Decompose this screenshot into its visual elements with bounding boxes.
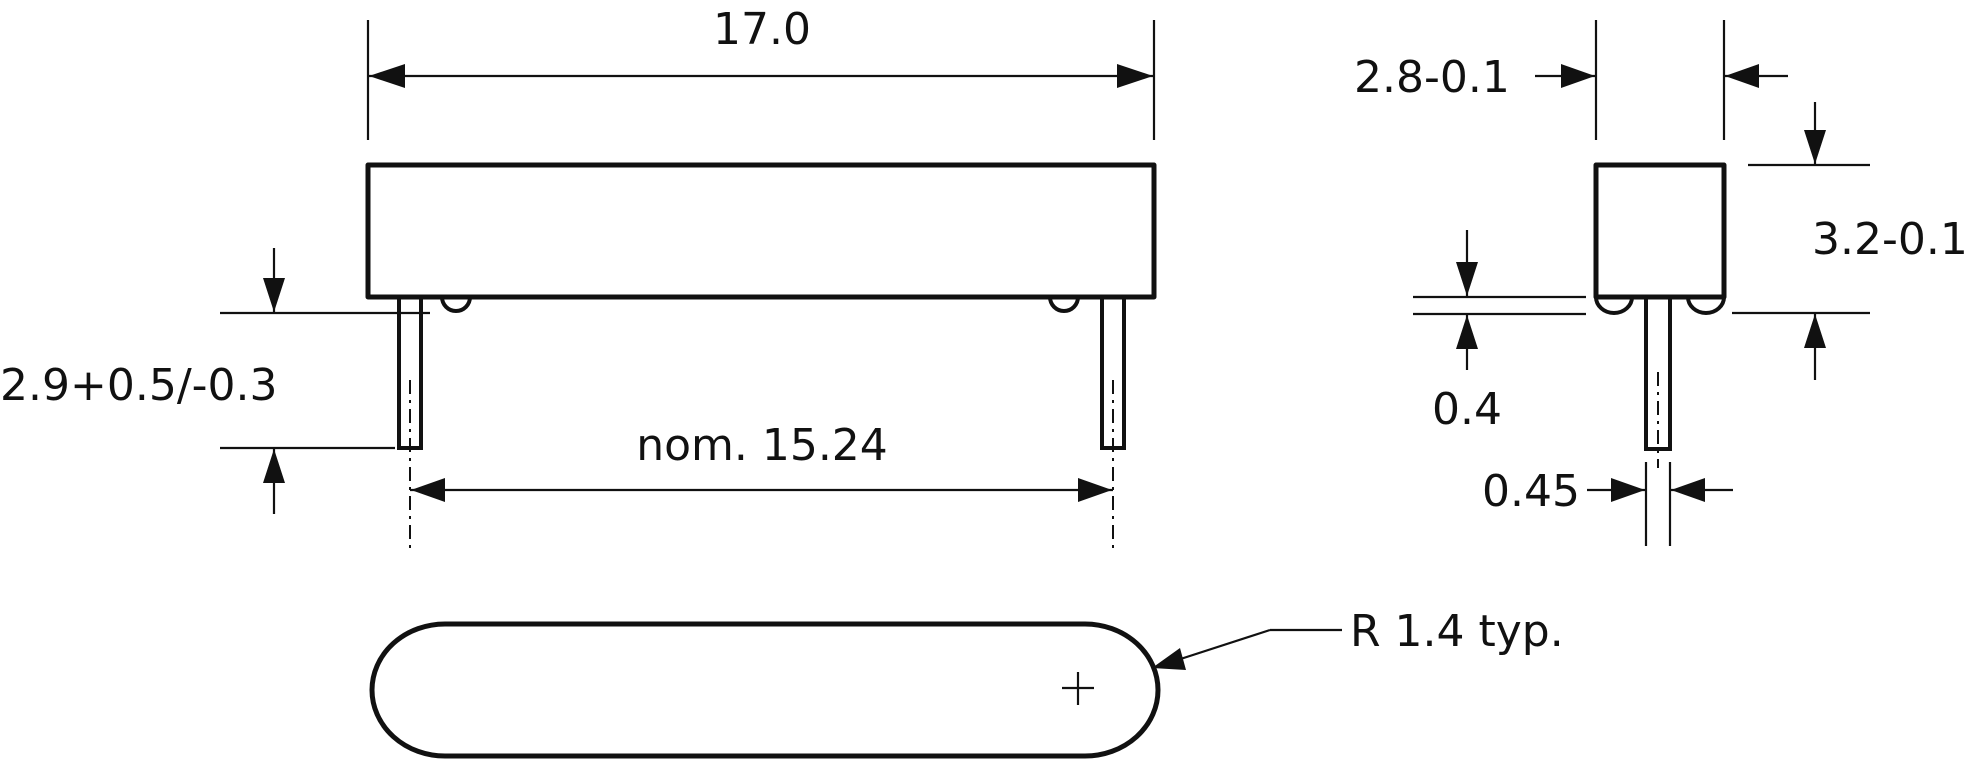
dim-label-lead-length: 2.9+0.5/-0.3 <box>0 360 278 411</box>
dim-label-length: 17.0 <box>713 4 811 55</box>
arrow-icon <box>1804 130 1826 164</box>
dim-label-radius: R 1.4 typ. <box>1350 606 1564 657</box>
arrow-icon <box>1456 315 1478 349</box>
arrow-icon <box>1152 648 1186 670</box>
arrow-icon <box>1078 478 1112 502</box>
top-body-outline <box>369 621 1161 759</box>
arrow-icon <box>1117 64 1153 88</box>
end-view: 2.8-0.1 3.2-0.1 0.4 0.45 <box>1354 20 1968 546</box>
dim-label-standoff: 0.4 <box>1432 384 1502 435</box>
dim-label-width: 2.8-0.1 <box>1354 52 1510 103</box>
arrow-icon <box>1725 64 1759 88</box>
arrow-icon <box>1611 478 1645 502</box>
side-body-outline <box>365 162 1157 300</box>
standoff-bump-left <box>440 296 472 313</box>
foot-right <box>1686 296 1726 315</box>
dim-label-pitch: nom. 15.24 <box>636 420 888 471</box>
arrow-icon <box>263 278 285 312</box>
arrow-icon <box>263 449 285 483</box>
side-view: 17.0 2.9+0.5/-0.3 nom. 15.24 <box>0 4 1157 548</box>
arrow-icon <box>1561 64 1595 88</box>
lead-left <box>397 295 423 450</box>
end-lead <box>1644 295 1672 451</box>
top-view: R 1.4 typ. <box>369 606 1564 759</box>
dim-label-lead-width: 0.45 <box>1482 466 1580 517</box>
arrow-icon <box>1456 262 1478 296</box>
arrow-icon <box>1671 478 1705 502</box>
lead-right <box>1100 295 1126 450</box>
foot-left <box>1594 296 1634 315</box>
end-body-outline <box>1593 162 1727 300</box>
dim-label-height: 3.2-0.1 <box>1812 214 1968 265</box>
arrow-icon <box>1804 314 1826 348</box>
arrow-icon <box>369 64 405 88</box>
standoff-bump-right <box>1048 296 1080 313</box>
arrow-icon <box>411 478 445 502</box>
